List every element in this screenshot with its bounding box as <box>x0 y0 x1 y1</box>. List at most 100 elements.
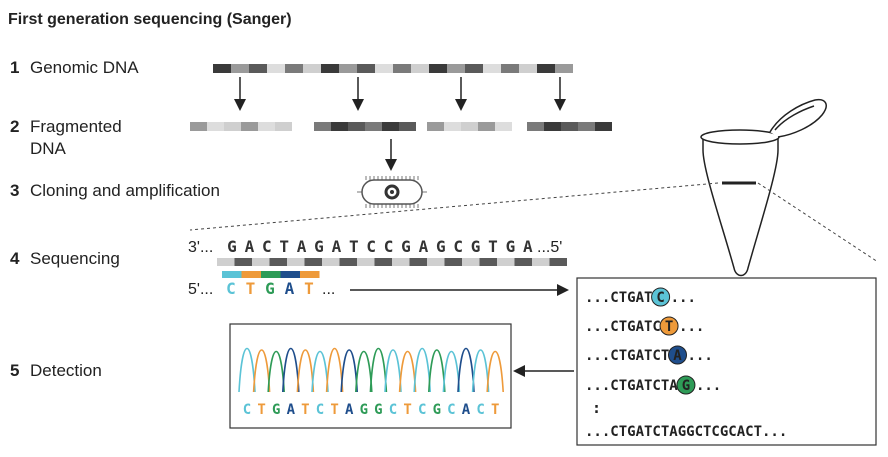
terminator-base: C <box>656 290 664 306</box>
fragment-segment <box>461 122 478 131</box>
template-base: T <box>279 237 289 256</box>
fragment-segment <box>190 122 207 131</box>
template-prefix: 3'... <box>188 239 213 256</box>
step-number: 2 <box>10 117 20 136</box>
template-base: G <box>314 237 324 256</box>
chromatogram-peak <box>355 351 373 393</box>
template-base: T <box>488 237 498 256</box>
template-base: G <box>471 237 481 256</box>
primer-suffix: ... <box>322 281 335 298</box>
template-base: G <box>227 237 237 256</box>
fragment-segment <box>478 122 495 131</box>
chromatogram-peak <box>384 349 402 393</box>
template-base: C <box>366 237 376 256</box>
dna-fragments <box>190 122 612 131</box>
dna-segment <box>429 64 447 73</box>
fragment-segment <box>365 122 382 131</box>
primer-color-segment <box>300 271 320 278</box>
product-suffix: ... <box>671 290 696 306</box>
template-segment <box>392 258 410 266</box>
dna-segment <box>519 64 537 73</box>
fragment-segment <box>444 122 461 131</box>
template-base: C <box>262 237 272 256</box>
read-base: C <box>476 402 484 418</box>
dna-segment <box>447 64 465 73</box>
template-segment <box>409 258 427 266</box>
fragment-segment <box>495 122 512 131</box>
terminator-base: A <box>673 348 682 364</box>
primer-base: G <box>265 279 275 298</box>
dna-segment <box>465 64 483 73</box>
template-segment <box>252 258 270 266</box>
primer-color-segment <box>280 271 300 278</box>
product-prefix: ...CTGATCTA <box>585 378 678 394</box>
template-segment <box>549 258 567 266</box>
step-label: Cloning and amplification <box>30 181 220 200</box>
fragment-segment <box>527 122 544 131</box>
template-base: G <box>506 237 516 256</box>
genomic-dna-bar <box>213 64 573 73</box>
dna-segment <box>411 64 429 73</box>
read-base: A <box>287 402 296 418</box>
template-base: A <box>332 237 342 256</box>
template-segment <box>532 258 550 266</box>
read-base: T <box>257 402 265 418</box>
fragment-segment <box>561 122 578 131</box>
read-base: G <box>272 402 280 418</box>
chromatogram-peak <box>413 347 431 393</box>
chromatogram <box>238 347 504 393</box>
fragment-segment <box>544 122 561 131</box>
fragment-segment <box>331 122 348 131</box>
products-ellipsis: : <box>592 399 601 417</box>
terminator-base-circle <box>651 287 671 307</box>
primer-base: T <box>304 279 314 298</box>
template-segment <box>287 258 305 266</box>
read-base: G <box>360 402 368 418</box>
chromatogram-peak <box>428 349 446 393</box>
dna-segment <box>303 64 321 73</box>
fragment-segment <box>275 122 292 131</box>
terminator-base-circle <box>668 345 687 365</box>
fragment-segment <box>224 122 241 131</box>
primer-prefix: 5'... <box>188 281 213 298</box>
read-base: T <box>301 402 309 418</box>
chromatogram-peak <box>340 349 358 393</box>
terminator-base: T <box>665 319 673 335</box>
template-base: C <box>384 237 394 256</box>
fragment-segment <box>258 122 275 131</box>
product-suffix: ... <box>696 378 721 394</box>
template-segment <box>357 258 375 266</box>
template-base: A <box>523 237 533 256</box>
dna-segment <box>285 64 303 73</box>
read-base: C <box>447 402 455 418</box>
step-label: Fragmented DNA <box>30 117 122 158</box>
template-segment <box>322 258 340 266</box>
fragment-segment <box>241 122 258 131</box>
dna-segment <box>339 64 357 73</box>
products-final: ...CTGATCTAGGCTCGCACT... <box>585 424 787 440</box>
fragment-segment <box>399 122 416 131</box>
dna-segment <box>483 64 501 73</box>
template-segment <box>217 258 235 266</box>
fragment-segment <box>348 122 365 131</box>
zoom-line-left <box>189 182 719 231</box>
fragment-segment <box>207 122 224 131</box>
chromatogram-peak <box>296 349 315 393</box>
dna-segment <box>357 64 375 73</box>
read-base: A <box>345 402 354 418</box>
read-base: G <box>433 402 441 418</box>
step-label: Sequencing <box>30 249 120 268</box>
fragment-segment <box>314 122 331 131</box>
template-base: T <box>349 237 359 256</box>
